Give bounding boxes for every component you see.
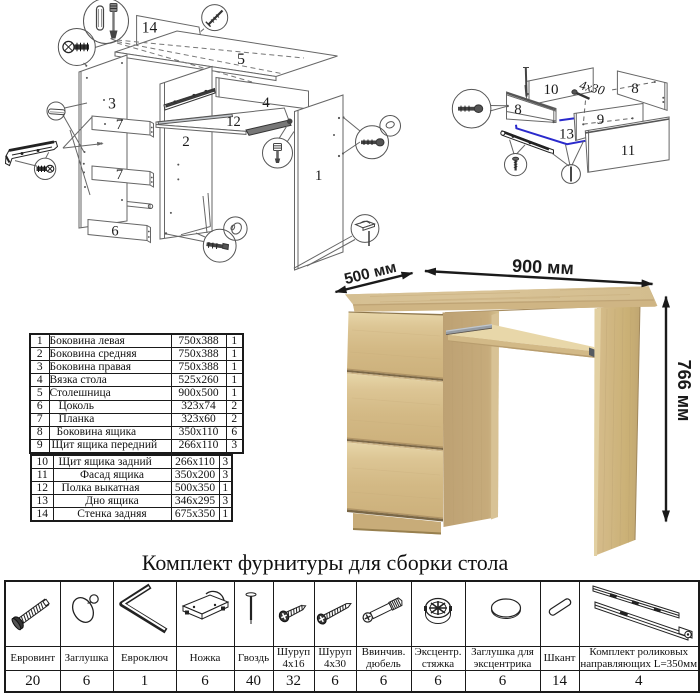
- svg-text:1: 1: [315, 168, 323, 184]
- svg-text:4: 4: [262, 95, 270, 111]
- svg-text:2: 2: [182, 134, 190, 150]
- svg-text:900 мм: 900 мм: [512, 256, 574, 279]
- svg-text:3: 3: [108, 96, 116, 113]
- svg-text:8: 8: [631, 81, 639, 97]
- svg-text:6: 6: [111, 224, 118, 240]
- svg-text:9: 9: [597, 112, 605, 128]
- svg-text:766 мм: 766 мм: [674, 360, 694, 422]
- svg-text:14: 14: [142, 20, 158, 37]
- svg-text:7: 7: [116, 167, 123, 183]
- svg-text:11: 11: [621, 143, 635, 159]
- svg-text:5: 5: [237, 51, 245, 68]
- svg-text:13: 13: [559, 127, 574, 143]
- svg-text:10: 10: [544, 82, 559, 98]
- svg-text:12: 12: [226, 114, 241, 130]
- svg-text:7: 7: [116, 117, 123, 133]
- svg-text:8: 8: [514, 102, 522, 118]
